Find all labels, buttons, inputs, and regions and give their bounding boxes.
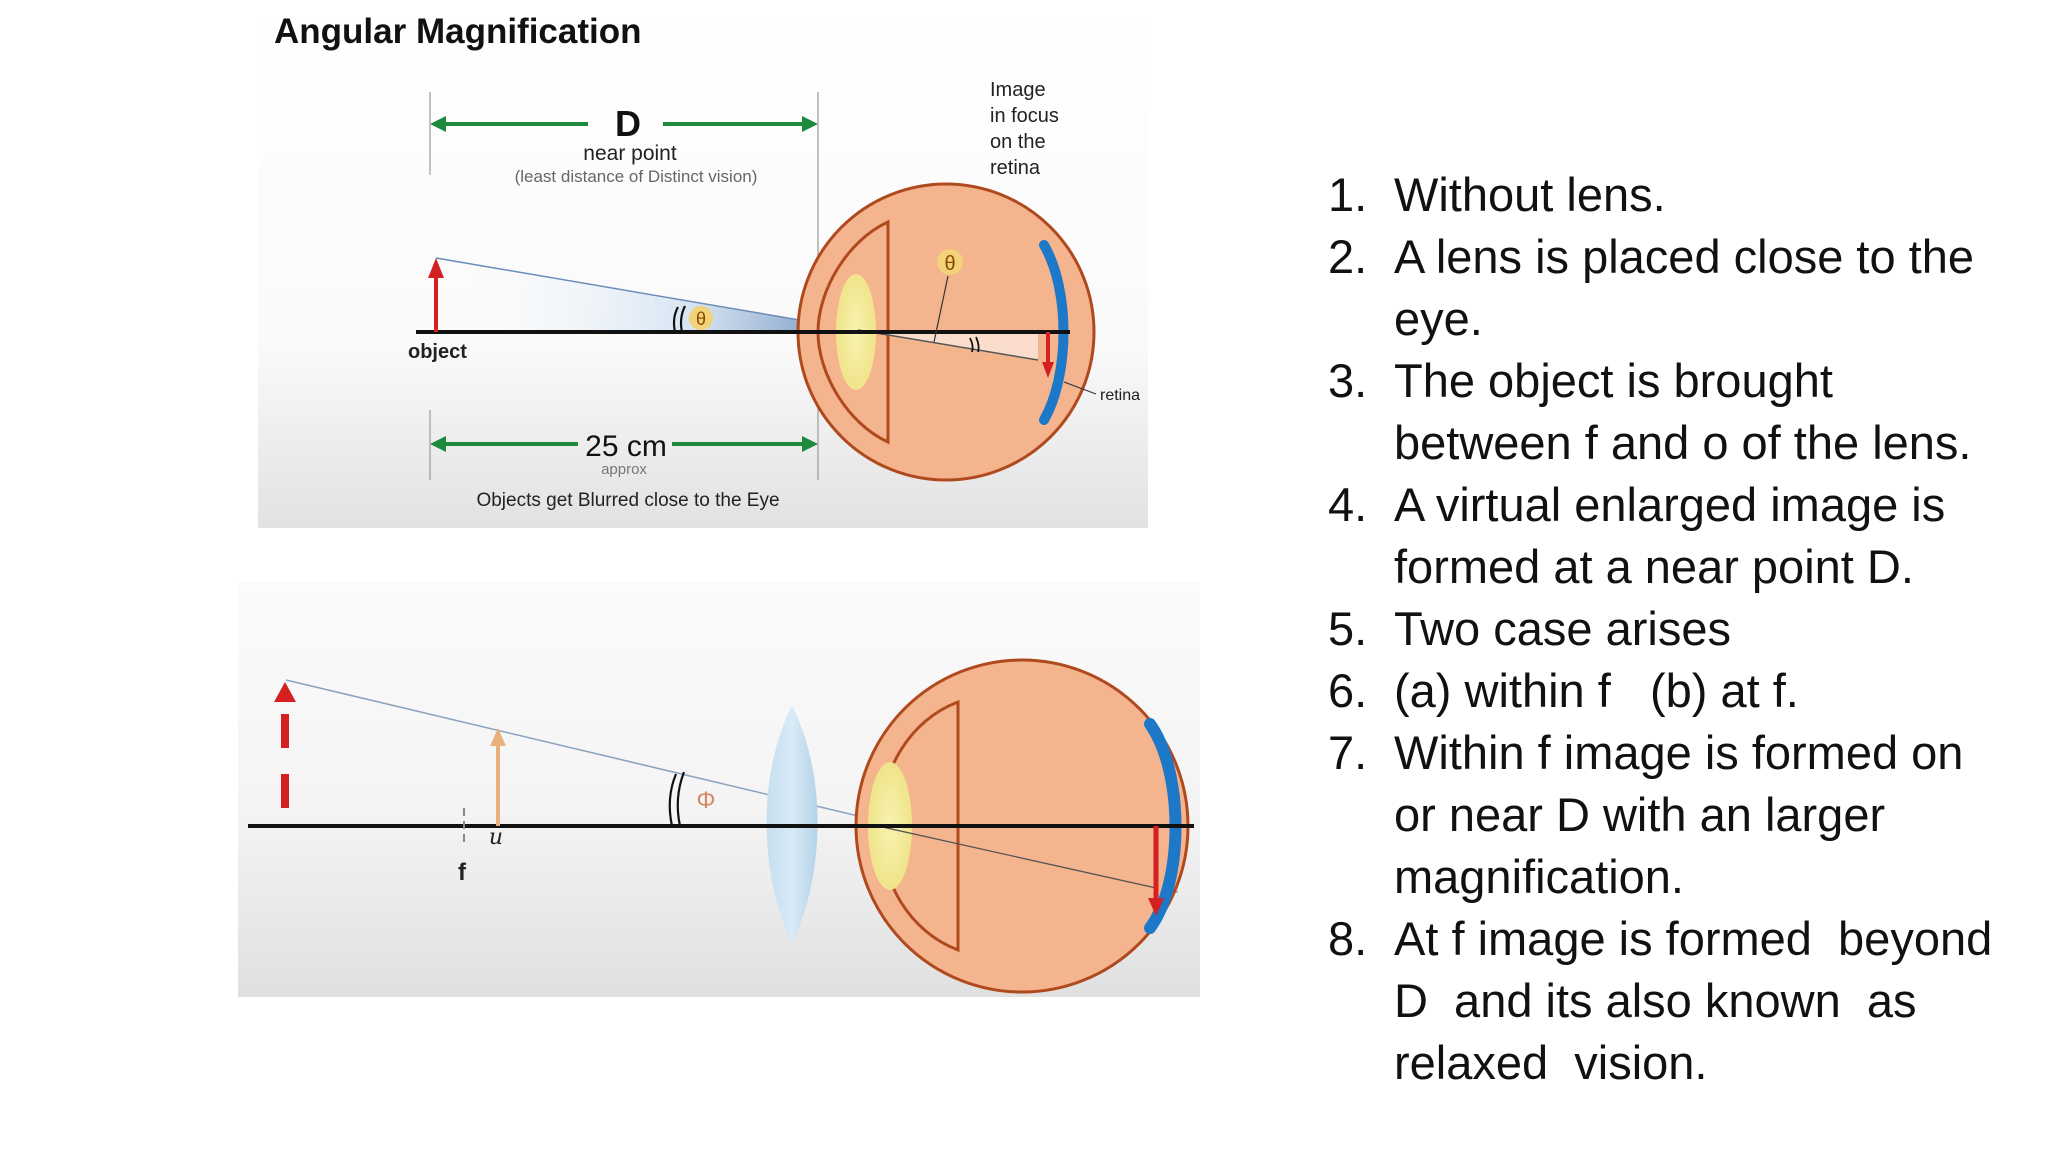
light-cone xyxy=(436,260,858,332)
object-arrow-head xyxy=(490,728,506,746)
image-focus-line: retina xyxy=(990,157,1041,179)
list-line: between f and o of the lens. xyxy=(1394,416,1972,469)
steps-list: 1. Without lens. 2. A lens is placed clo… xyxy=(1328,164,2028,1094)
list-line: D and its also known as xyxy=(1394,974,1917,1027)
u-label: u xyxy=(489,825,503,850)
angle-arc xyxy=(679,305,686,333)
bottom-diagram-svg: u f Φ xyxy=(238,582,1200,997)
retina-label: retina xyxy=(1100,387,1140,404)
caption: Objects get Blurred close to the Eye xyxy=(476,490,779,511)
inner-ray xyxy=(877,825,1157,889)
ray-line xyxy=(435,257,859,331)
list-line: relaxed vision. xyxy=(1394,1036,1708,1089)
angle-arc xyxy=(969,337,974,353)
theta-label: θ xyxy=(696,309,706,329)
phi-label: Φ xyxy=(696,787,715,814)
list-line: At f image is formed beyond xyxy=(1394,912,1993,965)
angle-arc xyxy=(676,771,686,827)
list-number: 5. xyxy=(1328,602,1368,655)
list-number: 6. xyxy=(1328,664,1368,717)
list-item: 4. A virtual enlarged image is formed at… xyxy=(1328,474,2028,598)
retina-leader xyxy=(1063,381,1097,395)
list-line: magnification. xyxy=(1394,850,1684,903)
theta-badge xyxy=(689,306,713,330)
list-number: 1. xyxy=(1328,168,1368,221)
list-item: 1. Without lens. xyxy=(1328,164,2028,226)
list-line: A virtual enlarged image is xyxy=(1394,478,1946,531)
top-diagram-svg: Angular Magnification D near point (leas… xyxy=(258,0,1148,528)
object-arrow-head xyxy=(428,258,444,278)
f-label: f xyxy=(458,859,467,886)
image-focus-text: Image in focus on the retina xyxy=(990,79,1065,179)
near-point-label: near point xyxy=(583,142,677,165)
list-line: A lens is placed close to the xyxy=(1394,230,1975,283)
list-item: 2. A lens is placed close to the eye. xyxy=(1328,226,2028,350)
distance-arrow-left-head xyxy=(430,436,446,452)
list-item: 6. (a) within f (b) at f. xyxy=(1328,660,2028,722)
bottom-diagram: u f Φ xyxy=(238,582,1200,997)
angle-arc xyxy=(672,306,679,333)
d-label: D xyxy=(615,103,641,144)
list-line: The object is brought xyxy=(1394,354,1833,407)
top-diagram: Angular Magnification D near point (leas… xyxy=(258,0,1148,528)
inner-ray xyxy=(857,329,1039,361)
image-arrow-head xyxy=(1042,362,1054,378)
list-line: formed at a near point D. xyxy=(1394,540,1914,593)
list-item: 5. Two case arises xyxy=(1328,598,2028,660)
list-item: 3. The object is brought between f and o… xyxy=(1328,350,2028,474)
list-line: Two case arises xyxy=(1394,602,1731,655)
list-item: 8. At f image is formed beyond D and its… xyxy=(1328,908,2028,1094)
image-arrow-head xyxy=(1148,898,1164,916)
list-number: 4. xyxy=(1328,478,1368,531)
list-number: 2. xyxy=(1328,230,1368,283)
diagram-title: Angular Magnification xyxy=(274,12,642,51)
list-line: (a) within f (b) at f. xyxy=(1394,664,1799,717)
list-line: Without lens. xyxy=(1394,168,1666,221)
d-arrow-left-head xyxy=(430,116,446,132)
list-line: Within f image is formed on xyxy=(1394,726,1964,779)
image-focus-line: on the xyxy=(990,131,1046,153)
distance-label: 25 cm xyxy=(585,430,667,463)
angle-arc xyxy=(668,773,678,827)
image-focus-line: Image xyxy=(990,79,1046,101)
list-item: 7. Within f image is formed on or near D… xyxy=(1328,722,2028,908)
angle-arc xyxy=(975,336,980,353)
virtual-image-arrow-head xyxy=(274,682,296,702)
theta-label-eye: θ xyxy=(944,253,955,275)
approx-label: approx xyxy=(601,461,647,478)
near-point-sub: (least distance of Distinct vision) xyxy=(515,167,758,186)
list-line: eye. xyxy=(1394,292,1483,345)
list-line: or near D with an larger xyxy=(1394,788,1886,841)
object-label: object xyxy=(408,341,467,363)
d-arrow-right-head xyxy=(802,116,818,132)
image-focus-line: in focus xyxy=(990,105,1059,127)
list-number: 7. xyxy=(1328,726,1368,779)
distance-arrow-right-head xyxy=(802,436,818,452)
theta-badge xyxy=(937,249,963,275)
theta-leader xyxy=(933,275,949,343)
list-number: 8. xyxy=(1328,912,1368,965)
list-number: 3. xyxy=(1328,354,1368,407)
